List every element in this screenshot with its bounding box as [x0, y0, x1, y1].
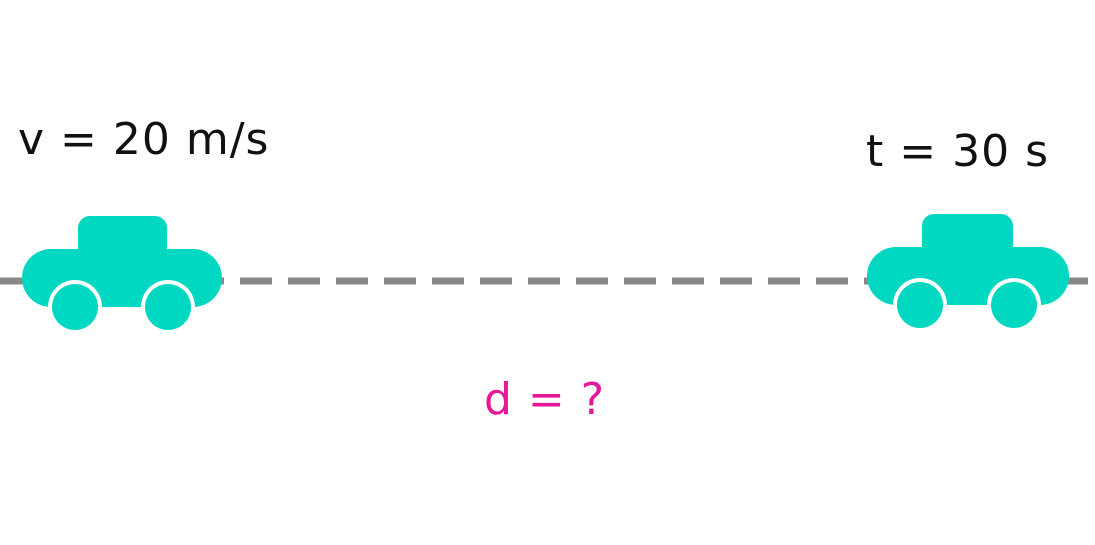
start-car-icon: [22, 216, 222, 334]
end-car-icon: [867, 214, 1069, 332]
time-label: t = 30 s: [866, 126, 1049, 177]
velocity-label: v = 20 m/s: [18, 114, 270, 165]
distance-unknown-label: d = ?: [484, 374, 606, 425]
